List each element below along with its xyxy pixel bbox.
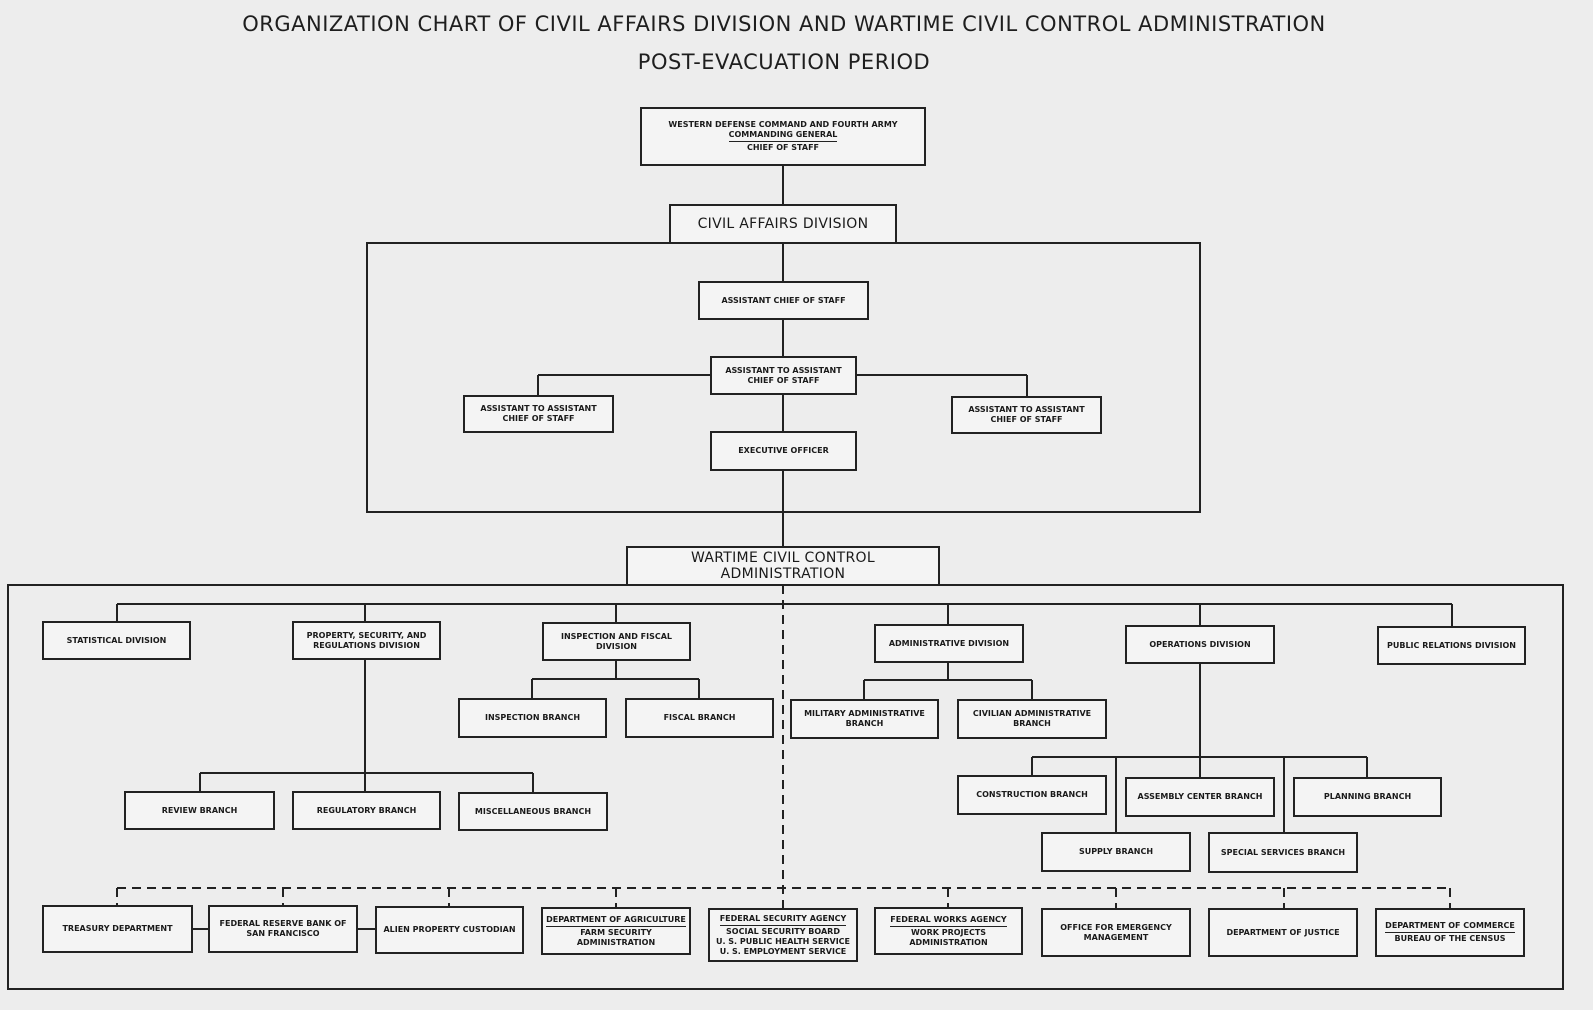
executive-officer[interactable]: EXECUTIVE OFFICER [710,431,857,471]
assistant-to-acos-right[interactable]: ASSISTANT TO ASSISTANT CHIEF OF STAFF [951,396,1102,434]
treasury-department[interactable]: TREASURY DEPARTMENT [42,905,193,953]
top-command-line1: WESTERN DEFENSE COMMAND AND FOURTH ARMY [668,120,898,129]
top-command-box[interactable]: WESTERN DEFENSE COMMAND AND FOURTH ARMY … [640,107,926,166]
public-relations-division[interactable]: PUBLIC RELATIONS DIVISION [1377,626,1526,665]
commerce-sub: BUREAU OF THE CENSUS [1394,934,1506,943]
civilian-administrative-branch[interactable]: CIVILIAN ADMINISTRATIVE BRANCH [957,699,1107,739]
chart-subtitle: POST-EVACUATION PERIOD [637,50,931,74]
military-administrative-branch[interactable]: MILITARY ADMINISTRATIVE BRANCH [790,699,939,739]
chart-title: ORGANIZATION CHART OF CIVIL AFFAIRS DIVI… [242,12,1326,36]
property-security-regulations-division[interactable]: PROPERTY, SECURITY, AND REGULATIONS DIVI… [292,621,441,660]
assistant-to-acos-center[interactable]: ASSISTANT TO ASSISTANT CHIEF OF STAFF [710,356,857,395]
review-branch[interactable]: REVIEW BRANCH [124,791,275,830]
security-sub2: U. S. PUBLIC HEALTH SERVICE [715,936,851,946]
security-head: FEDERAL SECURITY AGENCY [719,914,847,926]
security-sub1: SOCIAL SECURITY BOARD [726,926,840,936]
works-sub: WORK PROJECTS ADMINISTRATION [909,927,988,947]
alien-property-custodian[interactable]: ALIEN PROPERTY CUSTODIAN [375,906,524,954]
top-command-line2: COMMANDING GENERAL [728,130,838,142]
security-sub3: U. S. EMPLOYMENT SERVICE [719,946,847,956]
federal-reserve-bank[interactable]: FEDERAL RESERVE BANK OF SAN FRANCISCO [208,905,358,953]
administrative-division[interactable]: ADMINISTRATIVE DIVISION [874,624,1024,663]
construction-branch[interactable]: CONSTRUCTION BRANCH [957,775,1107,815]
inspection-fiscal-division[interactable]: INSPECTION AND FISCAL DIVISION [542,622,691,661]
department-of-justice[interactable]: DEPARTMENT OF JUSTICE [1208,908,1358,957]
assistant-to-acos-left[interactable]: ASSISTANT TO ASSISTANT CHIEF OF STAFF [463,395,614,433]
fiscal-branch[interactable]: FISCAL BRANCH [625,698,774,738]
department-of-agriculture[interactable]: DEPARTMENT OF AGRICULTURE FARM SECURITY … [541,907,691,955]
statistical-division[interactable]: STATISTICAL DIVISION [42,621,191,660]
assembly-center-branch[interactable]: ASSEMBLY CENTER BRANCH [1125,777,1275,817]
commerce-head: DEPARTMENT OF COMMERCE [1385,921,1515,933]
works-head: FEDERAL WORKS AGENCY [890,915,1007,927]
federal-security-agency[interactable]: FEDERAL SECURITY AGENCY SOCIAL SECURITY … [708,908,858,962]
inspection-branch[interactable]: INSPECTION BRANCH [458,698,607,738]
regulatory-branch[interactable]: REGULATORY BRANCH [292,791,441,830]
federal-works-agency[interactable]: FEDERAL WORKS AGENCY WORK PROJECTS ADMIN… [874,907,1023,955]
wcca-header[interactable]: WARTIME CIVIL CONTROL ADMINISTRATION [626,546,940,586]
civil-affairs-header[interactable]: CIVIL AFFAIRS DIVISION [669,204,897,244]
top-command-line3: CHIEF OF STAFF [746,143,820,152]
agriculture-head: DEPARTMENT OF AGRICULTURE [546,915,686,927]
department-of-commerce[interactable]: DEPARTMENT OF COMMERCE BUREAU OF THE CEN… [1375,908,1525,957]
assistant-chief-of-staff[interactable]: ASSISTANT CHIEF OF STAFF [698,281,869,320]
planning-branch[interactable]: PLANNING BRANCH [1293,777,1442,817]
operations-division[interactable]: OPERATIONS DIVISION [1125,625,1275,664]
office-for-emergency-management[interactable]: OFFICE FOR EMERGENCY MANAGEMENT [1041,908,1191,957]
special-services-branch[interactable]: SPECIAL SERVICES BRANCH [1208,832,1358,873]
supply-branch[interactable]: SUPPLY BRANCH [1041,832,1191,872]
agriculture-sub: FARM SECURITY ADMINISTRATION [576,927,656,947]
miscellaneous-branch[interactable]: MISCELLANEOUS BRANCH [458,792,608,831]
